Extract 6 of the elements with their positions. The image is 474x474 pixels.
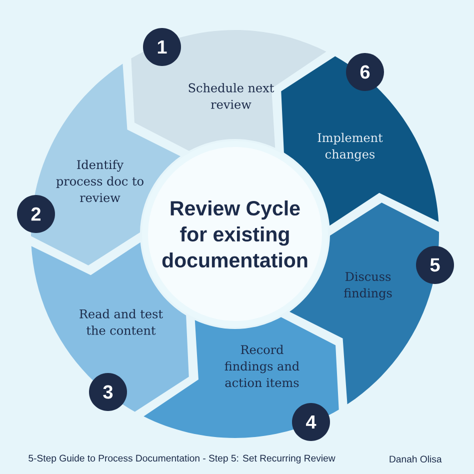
number-badge: 6: [346, 53, 384, 91]
number-badge: 5: [416, 246, 454, 284]
author-name: Danah Olisa: [390, 455, 442, 463]
number-badge: 2: [17, 195, 55, 233]
footer-text: 5-Step Guide to Process Documentation - Step 5: Set Recurring Review: [28, 454, 336, 464]
number-badge: 4: [292, 403, 330, 441]
